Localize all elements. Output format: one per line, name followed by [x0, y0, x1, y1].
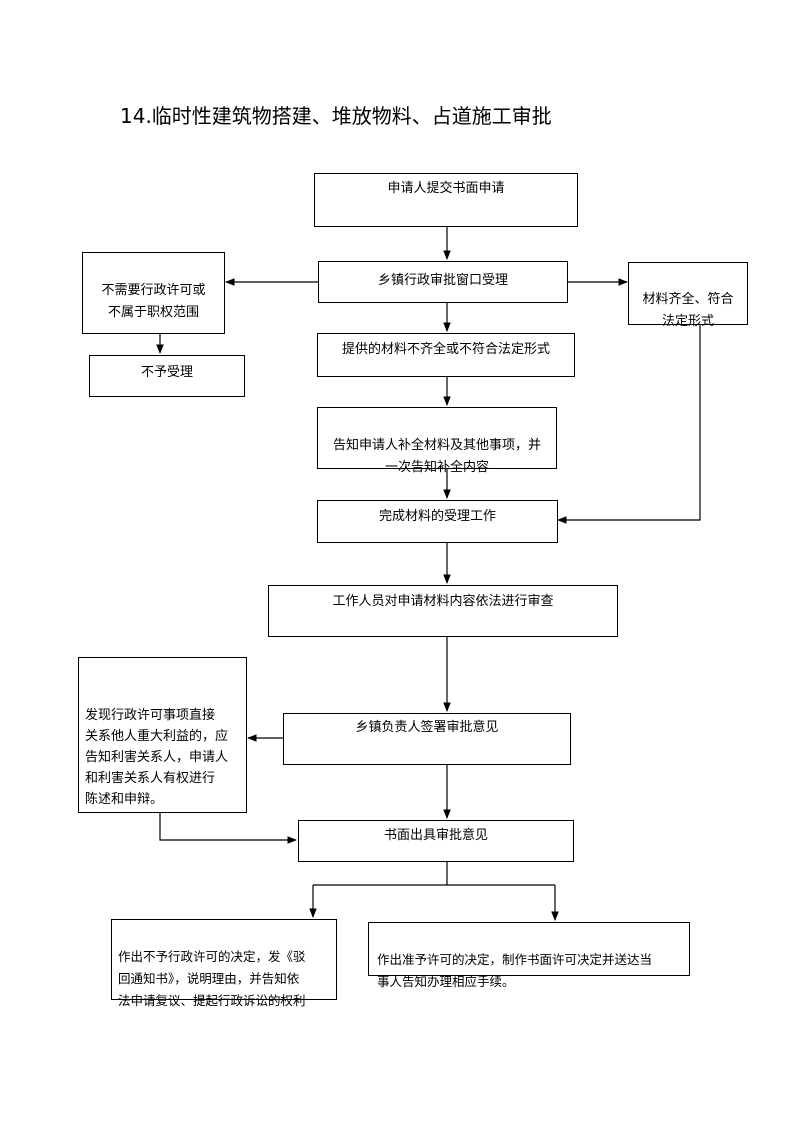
- box-review-text: 工作人员对申请材料内容依法进行审查: [332, 594, 554, 609]
- box-approve-decision: 作出准予许可的决定，制作书面许可决定并送达当 事人告知办理相应手续。: [368, 922, 690, 989]
- box-window-accept-text: 乡镇行政审批窗口受理: [377, 273, 508, 288]
- box-not-accept: 不予受理: [89, 355, 245, 397]
- box-written-opinion: 书面出具审批意见: [298, 820, 574, 862]
- box-approve-decision-text: 作出准予许可的决定，制作书面许可决定并送达当 事人告知办理相应手续。: [377, 952, 653, 989]
- box-stakeholder-text: 发现行政许可事项直接 关系他人重大利益的，应 告知利害关系人，申请人 和利害关系…: [85, 708, 229, 807]
- box-reject-decision: 作出不予行政许可的决定，发《驳 回通知书》，说明理由，并告知依 法申请复议、提起…: [111, 919, 337, 1008]
- box-not-accept-text: 不予受理: [140, 365, 193, 380]
- box-apply: 申请人提交书面申请: [314, 173, 578, 227]
- box-complete-form: 材料齐全、符合 法定形式: [628, 262, 748, 329]
- box-stakeholder: 发现行政许可事项直接 关系他人重大利益的，应 告知利害关系人，申请人 和利害关系…: [78, 657, 247, 813]
- box-review: 工作人员对申请材料内容依法进行审查: [268, 585, 618, 637]
- arrow-stakeholder-to-written: [159, 813, 297, 844]
- arrow-complete-to-finish: [557, 325, 701, 524]
- box-apply-text: 申请人提交书面申请: [387, 181, 505, 196]
- box-notify-supplement: 告知申请人补全材料及其他事项，并 一次告知补全内容: [317, 407, 557, 475]
- box-reject-decision-text: 作出不予行政许可的决定，发《驳 回通知书》，说明理由，并告知依 法申请复议、提起…: [118, 949, 306, 1008]
- box-sign-opinion: 乡镇负责人签署审批意见: [283, 713, 571, 765]
- box-no-permit-text: 不需要行政许可或 不属于职权范围: [101, 283, 206, 320]
- box-no-permit: 不需要行政许可或 不属于职权范围: [82, 252, 225, 334]
- page-title: 14.临时性建筑物搭建、堆放物料、占道施工审批: [120, 104, 552, 128]
- box-complete-form-text: 材料齐全、符合 法定形式: [642, 292, 734, 329]
- box-finish-accept: 完成材料的受理工作: [317, 500, 558, 543]
- box-incomplete: 提供的材料不齐全或不符合法定形式: [317, 333, 575, 377]
- box-written-opinion-text: 书面出具审批意见: [383, 828, 488, 843]
- box-window-accept: 乡镇行政审批窗口受理: [318, 261, 568, 303]
- box-sign-opinion-text: 乡镇负责人签署审批意见: [355, 720, 499, 735]
- box-finish-accept-text: 完成材料的受理工作: [378, 509, 496, 524]
- box-incomplete-text: 提供的材料不齐全或不符合法定形式: [341, 342, 550, 357]
- box-notify-supplement-text: 告知申请人补全材料及其他事项，并 一次告知补全内容: [332, 438, 541, 475]
